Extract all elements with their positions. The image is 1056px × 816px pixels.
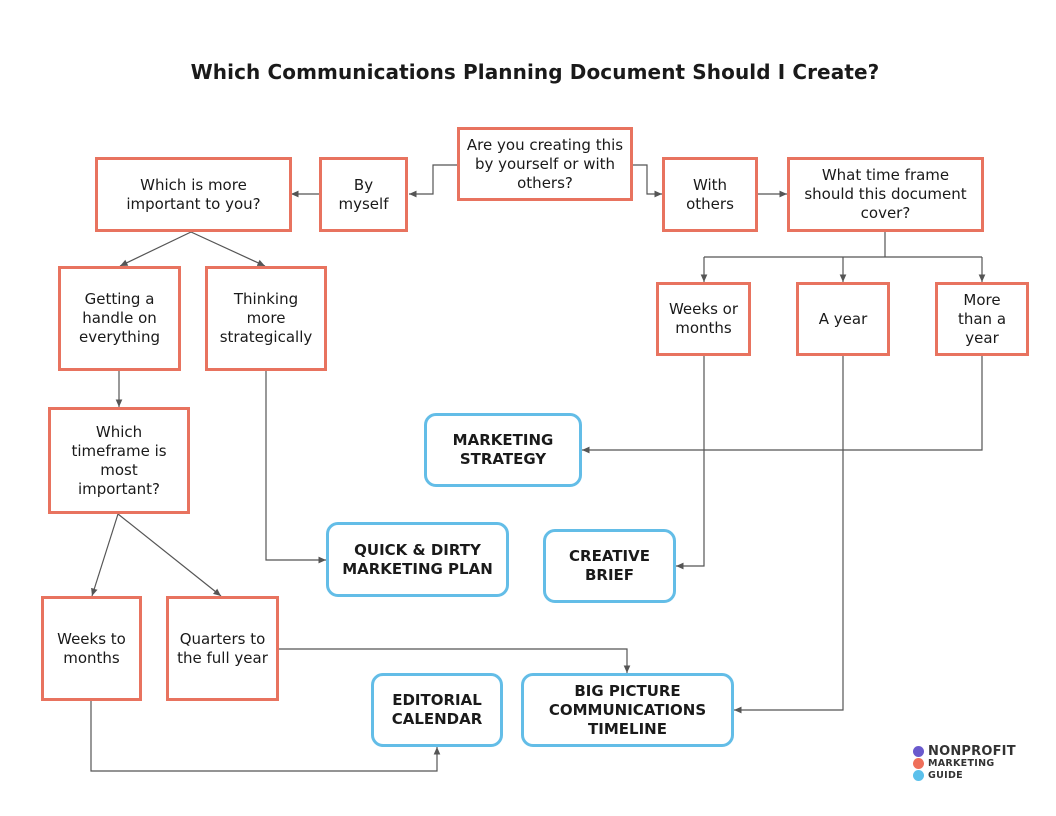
connector-which-important-to-thinking: [190, 231, 266, 267]
logo-dot-red: [913, 757, 924, 769]
connector-timeframe-to-weeks: [91, 513, 119, 597]
quarters-full-year-option: Quarters to the full year: [166, 596, 279, 701]
start-question: Are you creating this by yourself or wit…: [457, 127, 633, 201]
connector-weeks-to-creative-brief: [676, 356, 705, 570]
thinking-strategically-option: Thinking more strategically: [205, 266, 327, 371]
logo-dot-purple: [913, 745, 924, 757]
connector-timeframe-to-quarters: [117, 513, 222, 597]
more-than-year-option: More than a year: [935, 282, 1029, 356]
which-important-question: Which is more important to you?: [95, 157, 292, 232]
connector-start-to-with-others: [633, 164, 662, 198]
a-year-option: A year: [796, 282, 890, 356]
getting-handle-option: Getting a handle on everything: [58, 266, 181, 371]
logo-line-1: NONPROFIT: [928, 743, 1016, 759]
which-timeframe-question: Which timeframe is most important?: [48, 407, 190, 514]
by-myself-option: By myself: [319, 157, 408, 232]
logo-dot-blue: [913, 769, 924, 781]
connector-start-to-by-myself: [409, 164, 457, 198]
connector-weeks-to-editorial: [90, 701, 441, 772]
marketing-strategy-outcome: MARKETING STRATEGY: [424, 413, 582, 487]
connector-more-to-marketing-strategy: [582, 356, 983, 454]
logo-line-3: GUIDE: [928, 769, 963, 781]
nonprofit-marketing-guide-logo: NONPROFIT MARKETING GUIDE: [913, 743, 1016, 781]
connector-quarters-to-big-picture: [279, 648, 631, 673]
what-time-frame-question: What time frame should this document cov…: [787, 157, 984, 232]
weeks-or-months-option: Weeks or months: [656, 282, 751, 356]
with-others-option: With others: [662, 157, 758, 232]
editorial-calendar-outcome: EDITORIAL CALENDAR: [371, 673, 503, 747]
page-title: Which Communications Planning Document S…: [190, 60, 880, 84]
connector-year-to-big-picture: [734, 356, 844, 714]
weeks-to-months-option: Weeks to months: [41, 596, 142, 701]
big-picture-timeline-outcome: BIG PICTURE COMMUNICATIONS TIMELINE: [521, 673, 734, 747]
creative-brief-outcome: CREATIVE BRIEF: [543, 529, 676, 603]
connector-thinking-to-quick-dirty: [265, 371, 326, 564]
connector-time-frame-split: [704, 232, 982, 258]
connector-which-important-to-getting-handle: [119, 231, 192, 267]
logo-line-2: MARKETING: [928, 757, 995, 769]
quick-dirty-plan-outcome: QUICK & DIRTY MARKETING PLAN: [326, 522, 509, 597]
